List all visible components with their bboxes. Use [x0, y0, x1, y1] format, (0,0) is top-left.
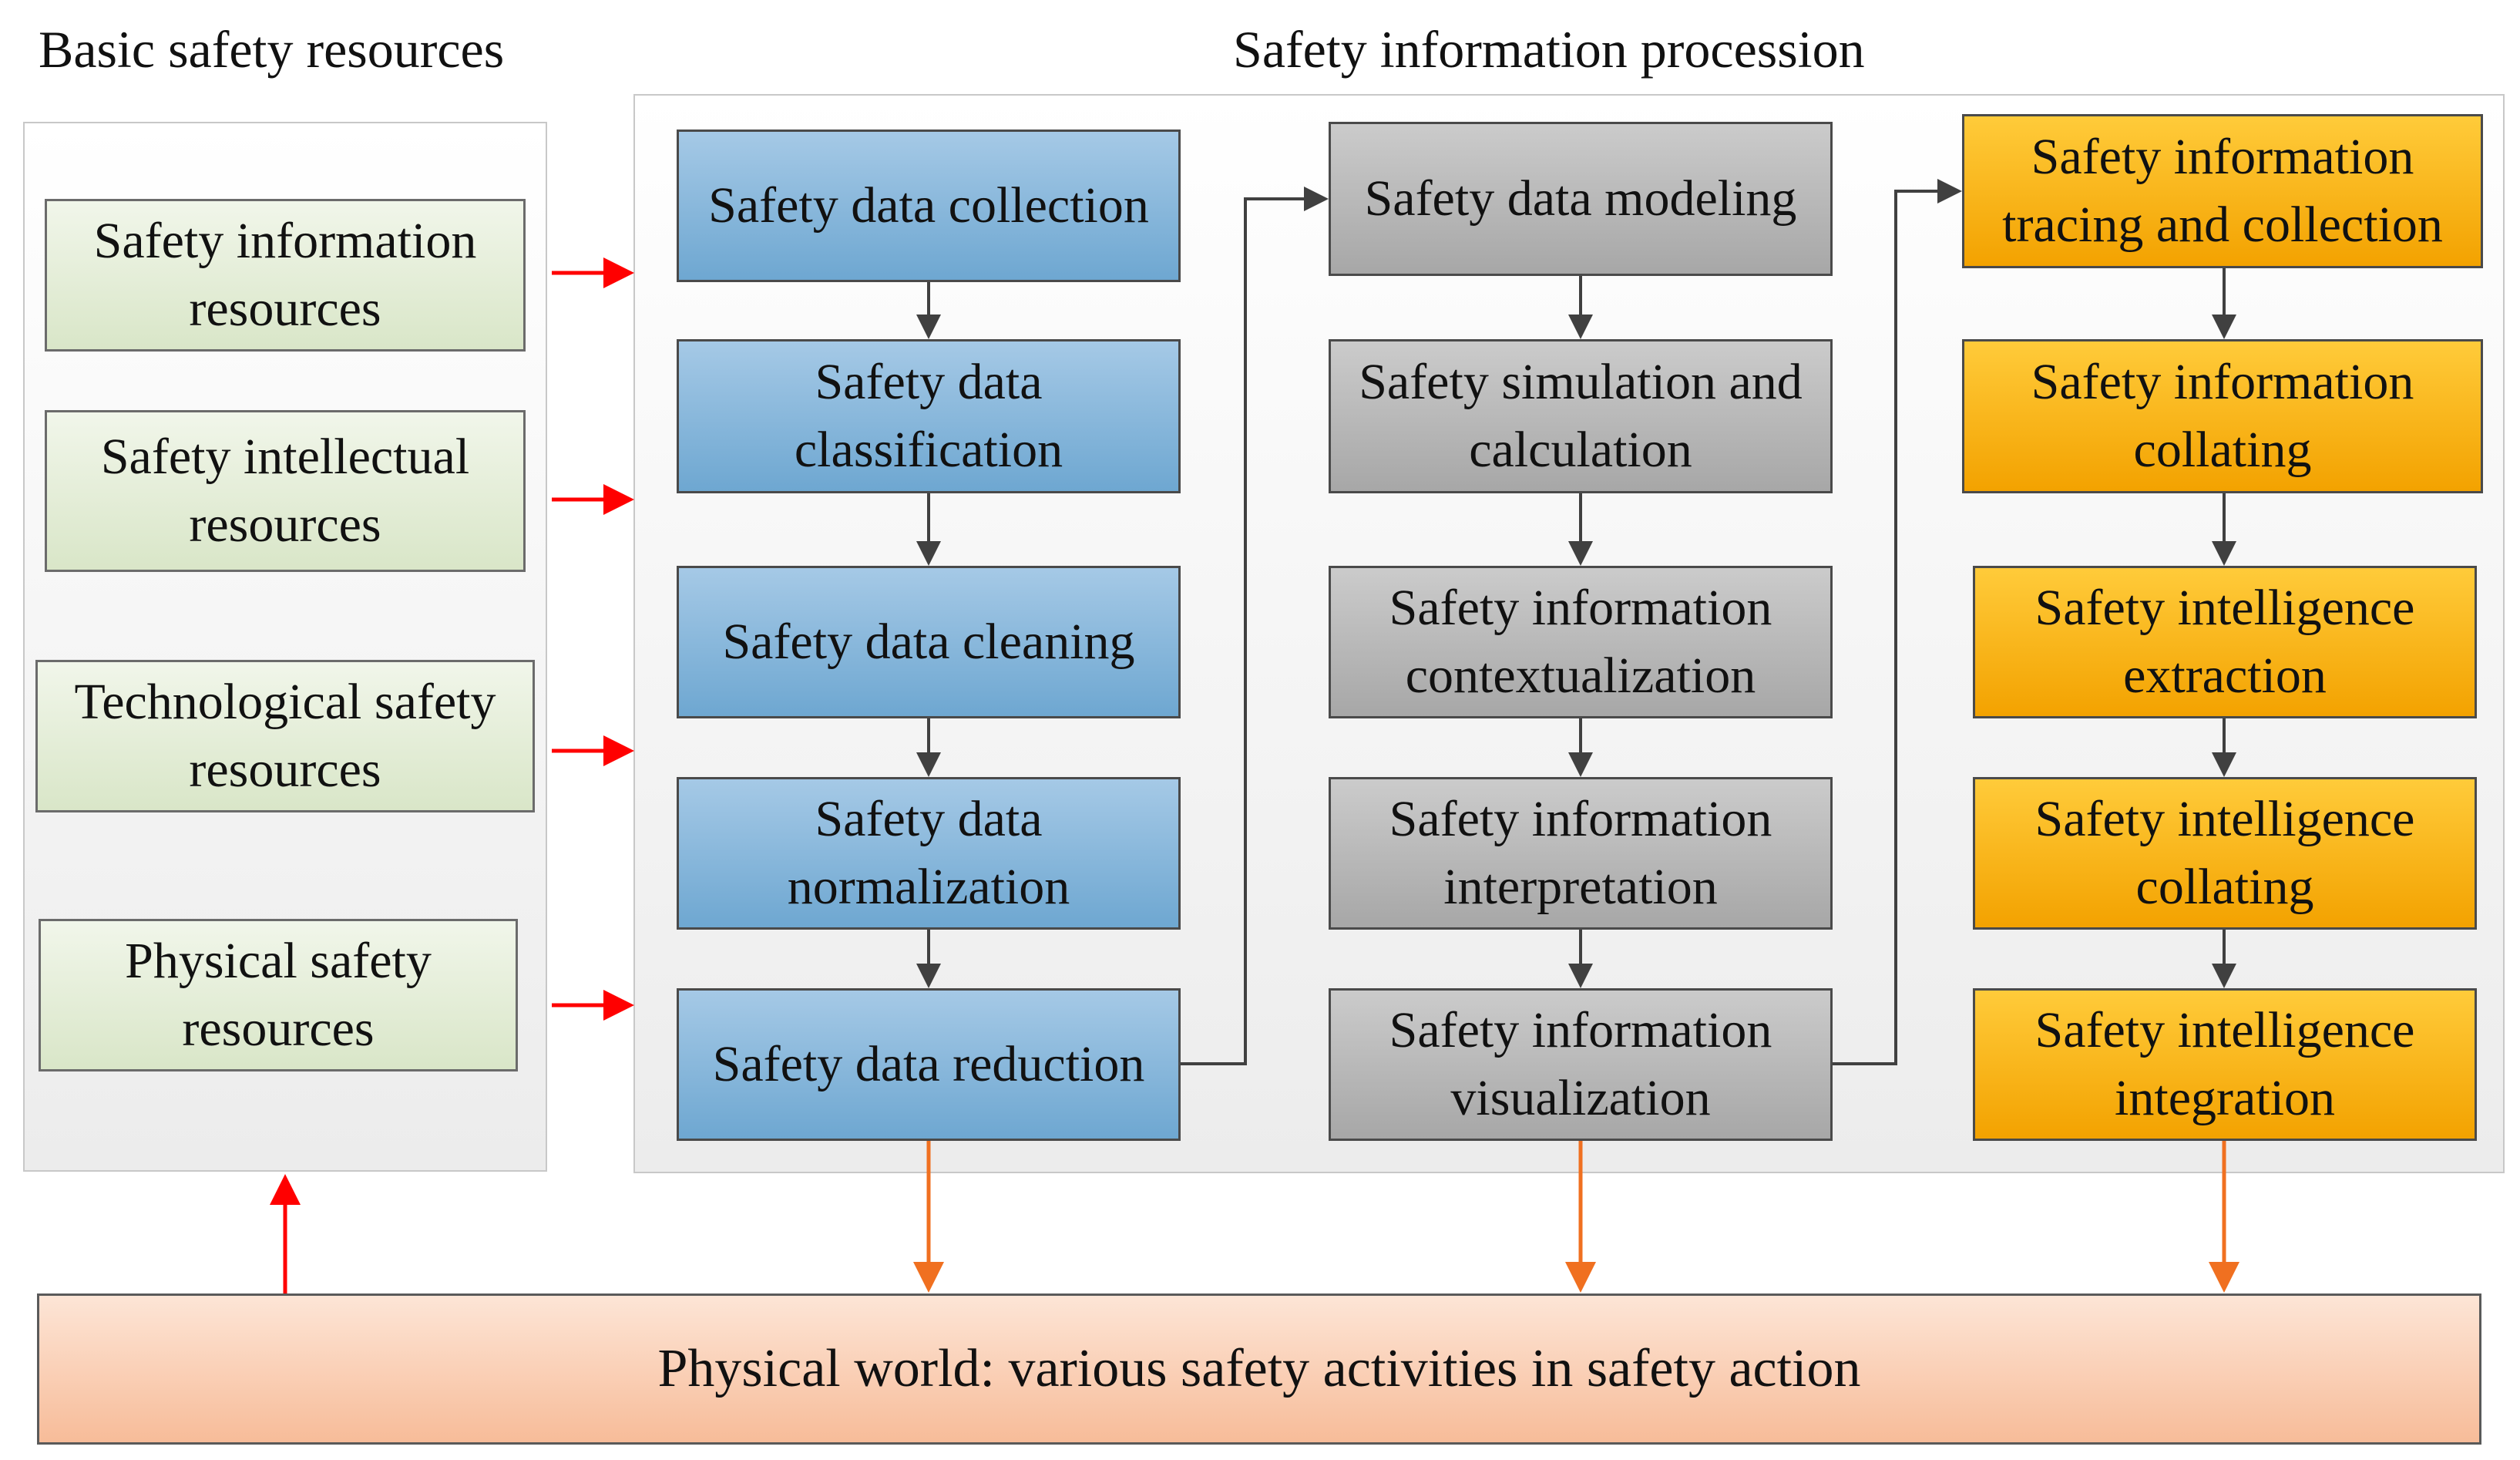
- elbow-data-to-info: [1181, 187, 1329, 1065]
- data-box-reduction: Safety data reduction: [677, 988, 1181, 1141]
- resource-box-intellectual: Safety intellectual resources: [45, 410, 526, 572]
- info-box-modeling: Safety data modeling: [1329, 122, 1833, 276]
- intel-box-info-collating: Safety information collating: [1962, 339, 2483, 493]
- intel-box-integration: Safety intelligence integration: [1973, 988, 2477, 1141]
- physical-world-box: Physical world: various safety activitie…: [37, 1293, 2481, 1445]
- data-box-classification: Safety data classification: [677, 339, 1181, 493]
- data-box-normalization: Safety data normalization: [677, 777, 1181, 930]
- data-box-collection: Safety data collection: [677, 130, 1181, 282]
- info-box-visualization: Safety information visualization: [1329, 988, 1833, 1141]
- resource-box-physical: Physical safety resources: [39, 919, 518, 1071]
- elbow-info-to-intel: [1833, 179, 1962, 1065]
- resource-box-information: Safety information resources: [45, 199, 526, 352]
- resource-box-technological: Technological safety resources: [35, 660, 535, 812]
- intel-box-collating: Safety intelligence collating: [1973, 777, 2477, 930]
- info-box-interpretation: Safety information interpretation: [1329, 777, 1833, 930]
- info-box-contextualization: Safety information contextualization: [1329, 566, 1833, 718]
- intel-box-extraction: Safety intelligence extraction: [1973, 566, 2477, 718]
- heading-basic-safety-resources: Basic safety resources: [39, 20, 505, 79]
- info-box-simulation: Safety simulation and calculation: [1329, 339, 1833, 493]
- intel-box-tracing: Safety information tracing and collectio…: [1962, 114, 2483, 268]
- data-box-cleaning: Safety data cleaning: [677, 566, 1181, 718]
- heading-safety-information-procession: Safety information procession: [1233, 20, 1865, 79]
